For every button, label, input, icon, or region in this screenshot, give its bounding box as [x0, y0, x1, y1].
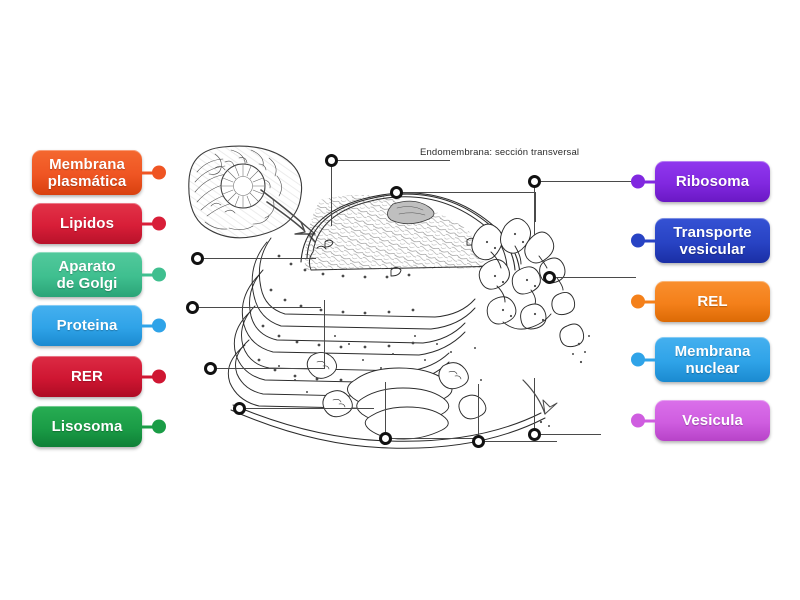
label-aparato-de-golgi[interactable]: Aparato de Golgi [32, 252, 166, 297]
label-vesicula[interactable]: Vesicula [631, 400, 770, 441]
label-connector [142, 216, 166, 231]
label-text: Aparato de Golgi [56, 257, 118, 292]
diagram-caption: Endomembrana: sección transversal [420, 147, 580, 158]
label-connector [142, 267, 166, 282]
label-text: Membrana nuclear [674, 342, 751, 377]
endomembrane-line-art [188, 145, 590, 449]
leader-line [331, 166, 332, 226]
drop-target-marker[interactable] [191, 252, 204, 265]
leader-line [541, 434, 601, 435]
leader-line [478, 384, 479, 435]
label-membrana-nuclear[interactable]: Membrana nuclear [631, 337, 770, 382]
label-text: REL [697, 293, 728, 310]
leader-line [541, 181, 641, 182]
label-text: Membrana plasmática [47, 155, 127, 190]
leader-line [199, 307, 321, 308]
drop-target-marker[interactable] [528, 175, 541, 188]
label-ribosoma[interactable]: Ribosoma [631, 161, 770, 202]
label-lisosoma[interactable]: Lisosoma [32, 406, 166, 447]
drop-target-marker[interactable] [204, 362, 217, 375]
leader-line [403, 192, 536, 193]
label-rer[interactable]: RER [32, 356, 166, 397]
leader-line [534, 378, 535, 428]
label-text: RER [71, 368, 103, 385]
leader-line [535, 192, 536, 222]
leader-line [324, 300, 325, 368]
label-connector [142, 318, 166, 333]
label-membrana-plasmatica[interactable]: Membrana plasmática [32, 150, 166, 195]
label-text: Ribosoma [675, 173, 750, 190]
leader-line [385, 382, 386, 432]
label-rel[interactable]: REL [631, 281, 770, 322]
drop-target-marker[interactable] [325, 154, 338, 167]
label-text: Proteina [56, 317, 118, 334]
label-connector [631, 174, 655, 189]
label-text: Lisosoma [51, 418, 123, 435]
leader-line [534, 187, 535, 235]
drop-target-marker[interactable] [379, 432, 392, 445]
leader-line [392, 438, 474, 439]
label-text: Lipidos [59, 215, 115, 232]
drop-target-marker[interactable] [472, 435, 485, 448]
label-connector [142, 369, 166, 384]
leader-line [246, 408, 374, 409]
leader-line [485, 441, 557, 442]
drop-target-marker[interactable] [233, 402, 246, 415]
label-connector [142, 165, 166, 180]
drop-target-marker[interactable] [390, 186, 403, 199]
label-connector [631, 233, 655, 248]
drop-target-marker[interactable] [186, 301, 199, 314]
label-connector [631, 352, 655, 367]
drop-target-marker[interactable] [543, 271, 556, 284]
leader-line [217, 368, 325, 369]
endomembrane-diagram [175, 130, 595, 460]
label-connector [631, 294, 655, 309]
drop-target-marker[interactable] [528, 428, 541, 441]
label-text: Vesicula [682, 412, 743, 429]
leader-line [204, 258, 316, 259]
label-text: Transporte vesicular [673, 223, 752, 258]
label-connector [142, 419, 166, 434]
label-proteina[interactable]: Proteina [32, 305, 166, 346]
leader-line [556, 277, 636, 278]
label-transporte-vesicular[interactable]: Transporte vesicular [631, 218, 770, 263]
label-connector [631, 413, 655, 428]
label-lipidos[interactable]: Lipidos [32, 203, 166, 244]
leader-line [338, 160, 450, 161]
